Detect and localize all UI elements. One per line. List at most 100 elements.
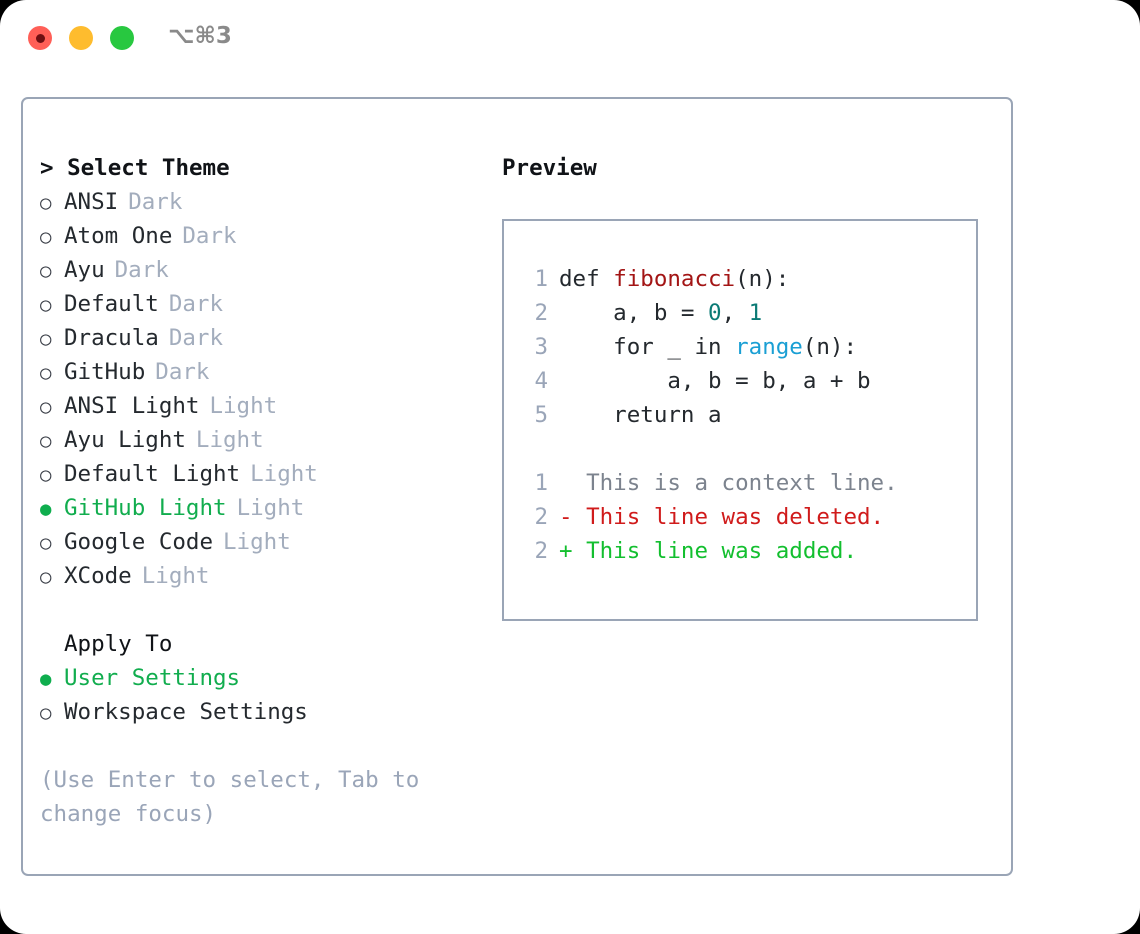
line-content: + This line was added.: [559, 534, 857, 568]
radio-unselected-icon: ○: [40, 702, 52, 724]
token-diff-del: - This line was deleted.: [559, 504, 885, 530]
line-content: This is a context line.: [559, 466, 898, 500]
theme-option-label: Dracula: [64, 325, 159, 351]
traffic-light-controls: [28, 26, 134, 50]
line-content: return a: [559, 398, 722, 432]
token-code-txt: a, b =: [559, 300, 709, 326]
radio-unselected-icon: ○: [40, 328, 52, 350]
token-code-txt: return a: [559, 402, 722, 428]
line-number: 4: [534, 368, 548, 394]
theme-option-label: Google Code: [64, 529, 214, 555]
theme-option-label: GitHub: [64, 359, 146, 385]
line-number: 2: [534, 504, 548, 530]
select-theme-title: > Select Theme: [40, 155, 230, 181]
code-line: 2 a, b = 0, 1: [518, 296, 970, 330]
line-number: 5: [534, 402, 548, 428]
line-number: 2: [534, 538, 548, 564]
theme-option-category: Light: [223, 529, 291, 555]
token-code-txt: for _ in: [559, 334, 736, 360]
theme-option-category: Light: [209, 393, 278, 419]
theme-option-ayu-dark[interactable]: ○ Ayu Dark: [40, 253, 480, 287]
token-code-txt: (n):: [802, 334, 858, 360]
radio-unselected-icon: ○: [40, 226, 52, 248]
keyboard-hint-line-2: change focus): [40, 801, 217, 827]
theme-option-category: Dark: [128, 189, 183, 215]
theme-option-label: ANSI Light: [64, 393, 200, 419]
theme-option-google-code-light[interactable]: ○ Google Code Light: [40, 525, 480, 559]
theme-option-label: Atom One: [64, 223, 173, 249]
token-diff-ctx: This is a context line.: [559, 470, 898, 496]
line-content: a, b = 0, 1: [559, 296, 762, 330]
line-number: 1: [534, 266, 548, 292]
token-tok-num: 0: [708, 300, 722, 326]
code-line: 3 for _ in range(n):: [518, 330, 970, 364]
radio-unselected-icon: ○: [40, 260, 52, 282]
theme-option-category: Dark: [168, 325, 224, 351]
apply-to-title: Apply To: [64, 631, 173, 657]
theme-option-category: Light: [236, 495, 305, 521]
maximize-window-button[interactable]: [110, 26, 134, 50]
code-diff-gap: [518, 432, 970, 466]
radio-unselected-icon: ○: [40, 532, 52, 554]
token-code-txt: a, b = b, a + b: [559, 368, 871, 394]
theme-option-category: Dark: [168, 291, 224, 317]
token-tok-fn: fibonacci: [613, 266, 736, 292]
theme-option-ansi-dark[interactable]: ○ ANSI Dark: [40, 185, 480, 219]
token-diff-add: + This line was added.: [559, 538, 858, 564]
keyboard-shortcut-label: ⌥⌘3: [168, 23, 232, 49]
keyboard-hint-line-1: (Use Enter to select, Tab to: [40, 767, 420, 793]
theme-option-label: Ayu: [64, 257, 105, 283]
diff-line: 2 - This line was deleted.: [518, 500, 970, 534]
diff-line: 2 + This line was added.: [518, 534, 970, 568]
line-content: for _ in range(n):: [559, 330, 857, 364]
token-code-txt: ,: [721, 300, 749, 326]
apply-to-option-workspace-settings[interactable]: ○Workspace Settings: [40, 695, 480, 729]
keyboard-hint: (Use Enter to select, Tab to change focu…: [40, 763, 455, 831]
radio-selected-icon: ●: [40, 668, 52, 690]
theme-option-label: Ayu Light: [64, 427, 186, 453]
token-code-txt: def: [559, 266, 614, 292]
radio-unselected-icon: ○: [40, 192, 52, 214]
apply-to-option-label: User Settings: [64, 665, 241, 691]
theme-option-category: Light: [250, 461, 318, 487]
theme-option-category: Dark: [182, 223, 237, 249]
theme-option-category: Light: [195, 427, 264, 453]
theme-option-atom-one-dark[interactable]: ○ Atom One Dark: [40, 219, 480, 253]
preview-title: Preview: [502, 155, 597, 181]
apply-to-option-user-settings[interactable]: ● User Settings: [40, 661, 480, 695]
theme-option-category: Dark: [114, 257, 169, 283]
theme-option-label: ANSI: [64, 189, 119, 215]
minimize-window-button[interactable]: [69, 26, 93, 50]
token-code-txt: (n):: [735, 266, 790, 292]
theme-option-label: XCode: [64, 563, 132, 589]
close-window-button[interactable]: [28, 26, 52, 50]
radio-unselected-icon: ○: [40, 430, 52, 452]
diff-line: 1 This is a context line.: [518, 466, 970, 500]
line-content: - This line was deleted.: [559, 500, 884, 534]
radio-unselected-icon: ○: [40, 566, 52, 588]
code-line: 1 def fibonacci(n):: [518, 262, 970, 296]
hint-spacer: [40, 729, 480, 763]
line-number: 2: [534, 300, 548, 326]
radio-unselected-icon: ○: [40, 294, 52, 316]
line-number: 1: [534, 470, 548, 496]
line-content: a, b = b, a + b: [559, 364, 871, 398]
code-line: 4 a, b = b, a + b: [518, 364, 970, 398]
theme-option-ayu-light-light[interactable]: ○ Ayu Light Light: [40, 423, 480, 457]
section-spacer: [40, 593, 480, 627]
theme-option-dracula-dark[interactable]: ○ Dracula Dark: [40, 321, 480, 355]
